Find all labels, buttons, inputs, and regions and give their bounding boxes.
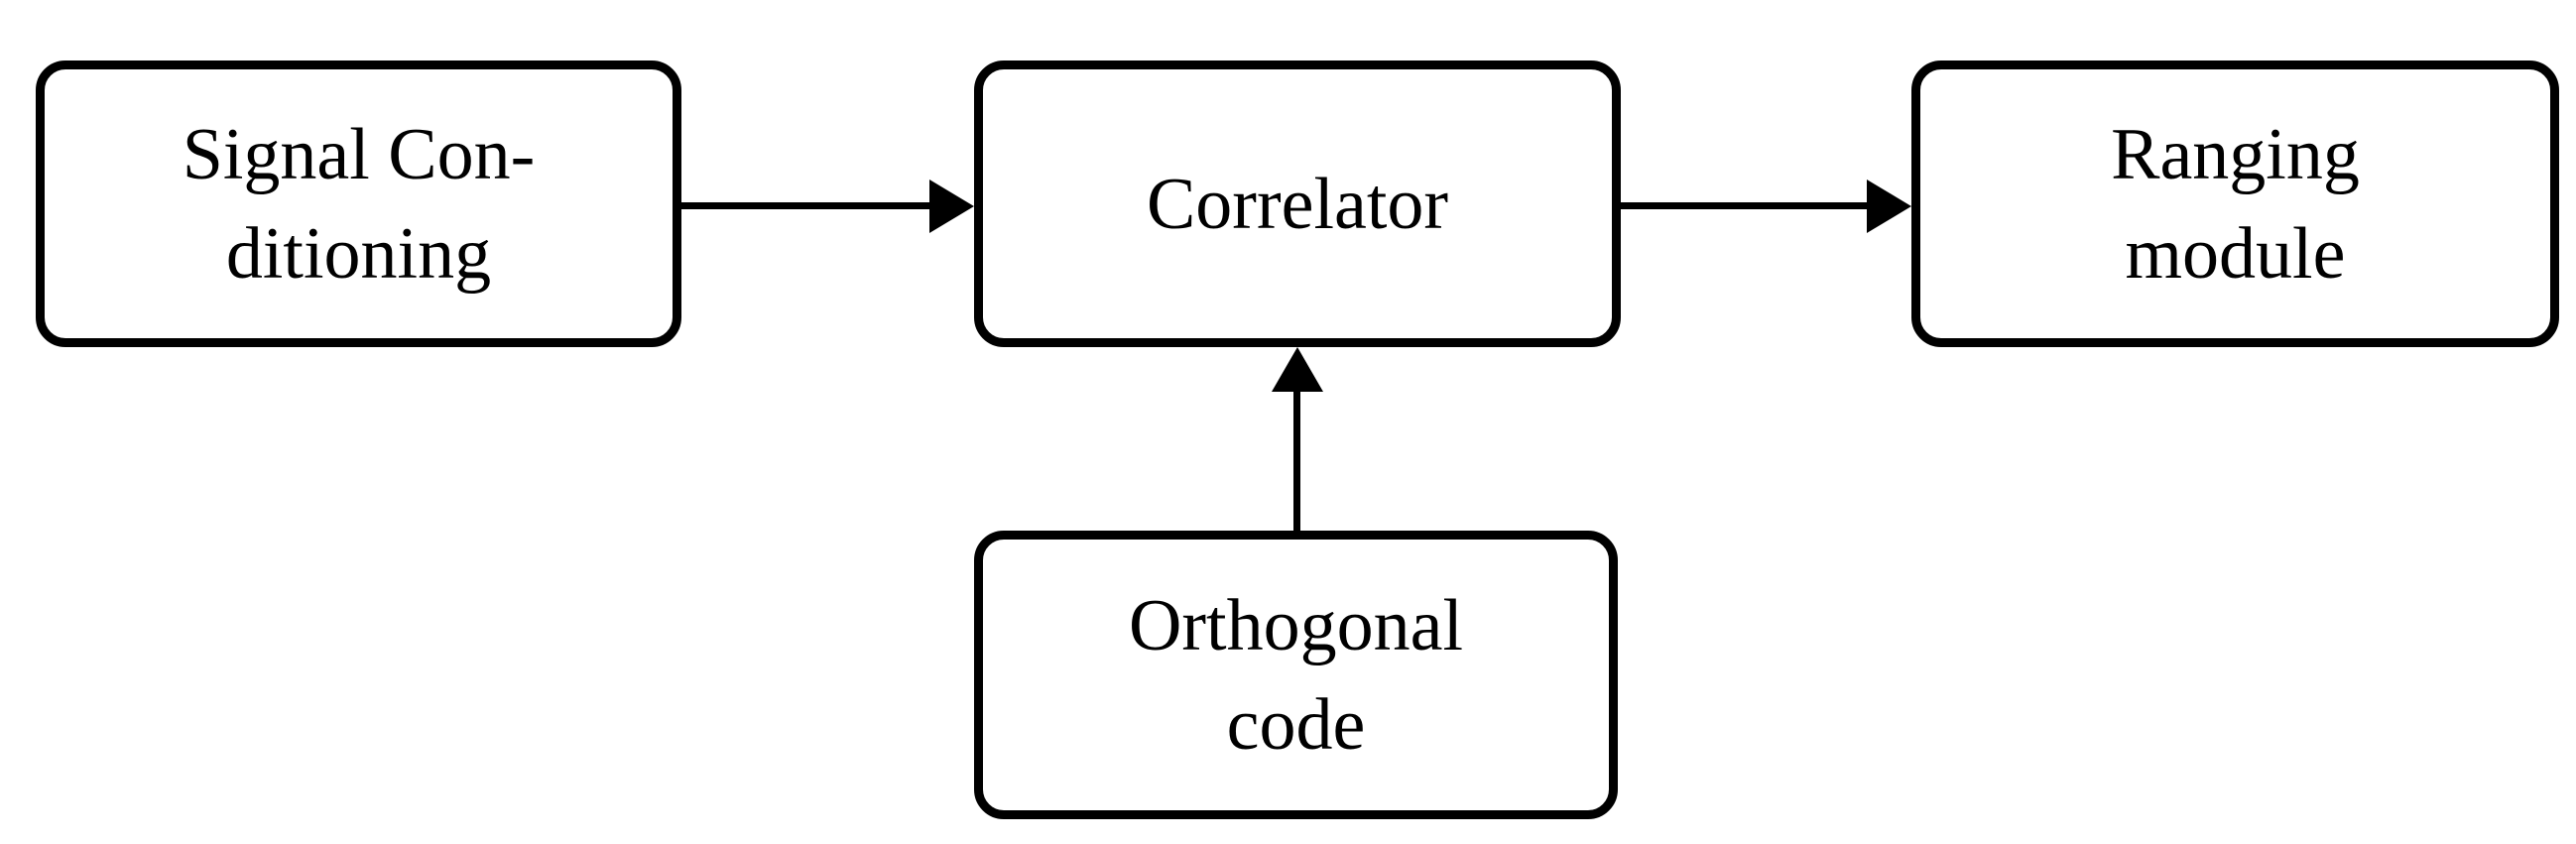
edge-signal-to-correlator-shaft [681, 202, 934, 209]
signal-conditioning-label: Signal Con- ditioning [182, 113, 536, 295]
ranging-module-label: Ranging module [2111, 113, 2360, 295]
edge-correlator-to-ranging-shaft [1621, 202, 1872, 209]
correlator-node: Correlator [974, 60, 1621, 347]
edge-signal-to-correlator-arrowhead-icon [929, 180, 974, 233]
edge-orthogonal-to-correlator-arrowhead-icon [1272, 347, 1323, 392]
signal-conditioning-node: Signal Con- ditioning [36, 60, 681, 347]
edge-orthogonal-to-correlator-shaft [1293, 389, 1300, 533]
correlator-label: Correlator [1146, 163, 1449, 245]
ranging-module-node: Ranging module [1911, 60, 2559, 347]
orthogonal-code-label: Orthogonal code [1128, 584, 1464, 766]
edge-correlator-to-ranging-arrowhead-icon [1867, 180, 1911, 233]
orthogonal-code-node: Orthogonal code [974, 531, 1618, 819]
